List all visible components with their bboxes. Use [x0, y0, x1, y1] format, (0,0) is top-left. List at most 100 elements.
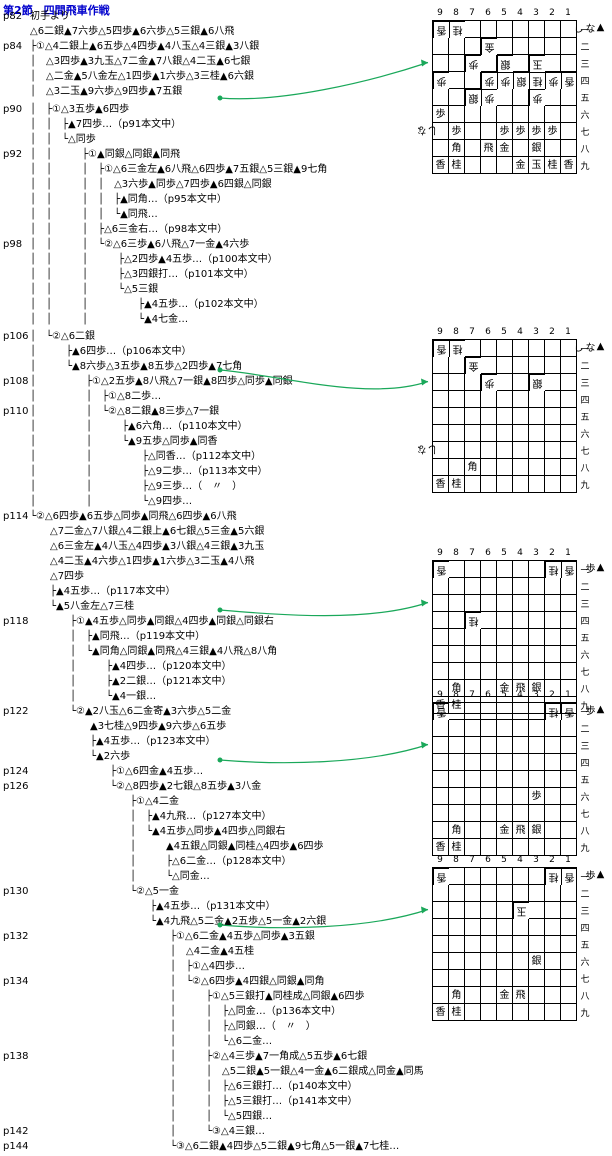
board-square	[497, 391, 513, 408]
board-square	[545, 805, 561, 822]
board-square	[497, 340, 513, 357]
row-number: 四	[580, 759, 590, 769]
board-square	[529, 885, 545, 902]
board-square	[561, 38, 577, 55]
board-square	[529, 442, 545, 459]
board-square	[449, 953, 465, 970]
sente-piece: 飛	[513, 680, 529, 697]
board-square	[481, 953, 497, 970]
board-square	[561, 953, 577, 970]
row-number: 九	[580, 481, 590, 491]
board-square	[561, 374, 577, 391]
column-number: 5	[501, 855, 507, 865]
row-number: 六	[580, 958, 590, 968]
gote-piece: 香	[433, 340, 449, 357]
board-square	[465, 720, 481, 737]
board-square	[481, 885, 497, 902]
variation-line: ▲3七桂△9四歩▲9六歩△6五歩	[30, 721, 227, 732]
board-square	[465, 157, 481, 174]
row-number: 四	[580, 924, 590, 934]
gote-piece: 歩	[481, 374, 497, 391]
board-square	[513, 970, 529, 987]
board-square	[545, 408, 561, 425]
board-square	[481, 936, 497, 953]
board-square	[433, 919, 449, 936]
board-square	[433, 459, 449, 476]
gote-piece: 香	[561, 561, 577, 578]
board-square	[449, 442, 465, 459]
variation-line: │ ▲4五銀△同銀▲同桂△4四歩▲6四歩	[30, 841, 324, 852]
board-square	[449, 737, 465, 754]
board-square	[513, 476, 529, 493]
board-square	[545, 38, 561, 55]
variation-line: │ │ └△9四歩…	[30, 496, 193, 507]
variation-line: 初手より	[30, 11, 70, 22]
row-number: 七	[580, 668, 590, 678]
variation-line: └②△8四歩▲2七銀△8五歩▲3八金	[30, 781, 262, 792]
page-ref: p98	[3, 239, 23, 250]
board-square	[481, 629, 497, 646]
board-square	[497, 38, 513, 55]
board-square	[481, 391, 497, 408]
variation-line: │ └▲4一銀…	[30, 691, 157, 702]
board-square	[561, 771, 577, 788]
sente-piece: 歩	[545, 123, 561, 140]
page-ref: p108	[3, 376, 29, 387]
gote-piece: 桂	[465, 612, 481, 629]
page-ref: p132	[3, 931, 29, 942]
board-square	[433, 885, 449, 902]
board-square	[561, 970, 577, 987]
board-square	[497, 459, 513, 476]
row-number: 六	[580, 793, 590, 803]
row-number: 七	[580, 128, 590, 138]
board-square	[433, 663, 449, 680]
board-square	[561, 646, 577, 663]
arrow-head	[421, 378, 428, 386]
variation-line: │ └△同金…	[30, 871, 210, 882]
gote-piece: 銀	[529, 374, 545, 391]
board-square	[481, 680, 497, 697]
gote-piece: 歩	[465, 55, 481, 72]
board-square	[433, 680, 449, 697]
board-square	[561, 919, 577, 936]
board-square	[449, 771, 465, 788]
variation-line: │ ├▲6四歩…（p106本文中）	[30, 346, 192, 357]
board-square	[561, 902, 577, 919]
column-number: 5	[501, 548, 507, 558]
column-number: 7	[469, 548, 475, 558]
sente-piece: 金	[497, 680, 513, 697]
row-number: 四	[580, 617, 590, 627]
gote-piece: 香	[561, 72, 577, 89]
variation-line: │ ├△6二金…（p128本文中）	[30, 856, 292, 867]
row-number: 四	[580, 396, 590, 406]
board-square	[529, 340, 545, 357]
board-square	[465, 703, 481, 720]
board-square	[465, 442, 481, 459]
sente-piece: 桂	[449, 476, 465, 493]
sente-piece: 歩	[497, 123, 513, 140]
page-ref: p114	[3, 511, 29, 522]
variation-line: │ │ │ ├△6三金右…（p98本文中）	[30, 224, 228, 235]
board-square	[513, 612, 529, 629]
board-square	[433, 357, 449, 374]
board-square	[513, 106, 529, 123]
column-number: 8	[453, 327, 459, 337]
gote-piece: 歩	[545, 72, 561, 89]
board-square	[513, 578, 529, 595]
column-number: 2	[549, 855, 555, 865]
variation-line: │ │ │ └△5三銀	[30, 284, 159, 295]
sente-hand: ▲なし	[571, 22, 606, 33]
board-square	[449, 38, 465, 55]
board-square	[433, 140, 449, 157]
board-square	[561, 340, 577, 357]
variation-line: │ │ └②△8二銀▲8三歩△7一銀	[30, 406, 220, 417]
board-square	[465, 578, 481, 595]
board-square	[497, 106, 513, 123]
column-number: 8	[453, 855, 459, 865]
gote-piece: 香	[433, 868, 449, 885]
sente-piece: 歩	[513, 123, 529, 140]
row-number: 一	[580, 873, 590, 883]
board-square	[497, 788, 513, 805]
board-square	[545, 374, 561, 391]
variation-line: │ ├①△5三銀打▲同桂成△同銀▲6四歩	[30, 991, 365, 1002]
